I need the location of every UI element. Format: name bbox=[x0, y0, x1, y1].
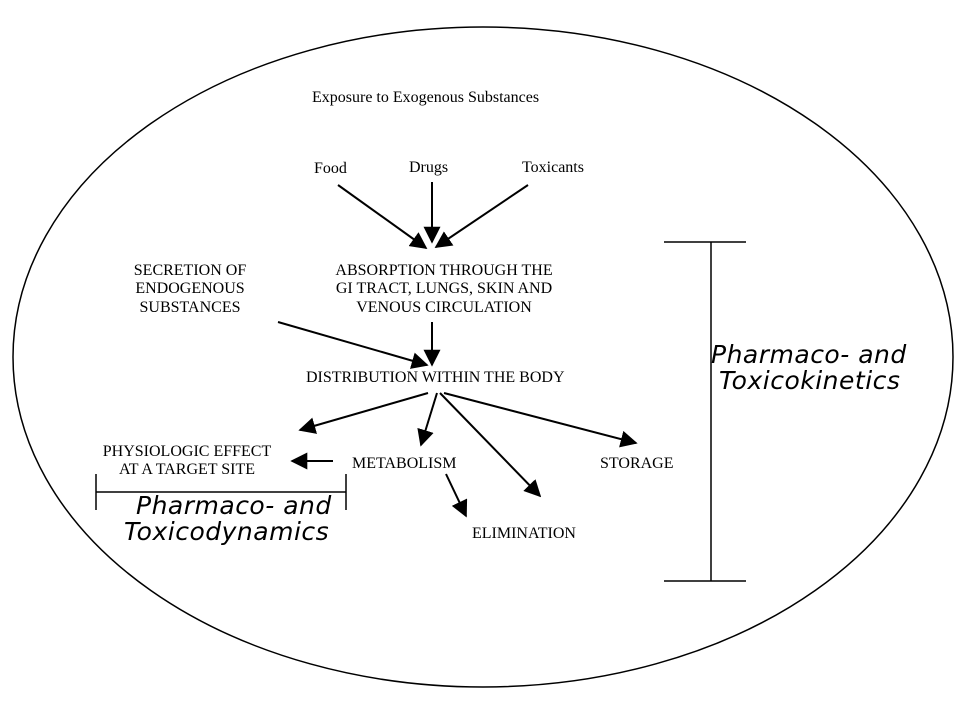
dynamics-label: Pharmaco- and Toxicodynamics bbox=[124, 491, 332, 547]
arrow-distribution-to-effect bbox=[298, 392, 429, 434]
diagram-title: Exposure to Exogenous Substances bbox=[312, 89, 540, 106]
elimination-label: ELIMINATION bbox=[472, 525, 576, 542]
arrow-metabolism-to-elimination bbox=[445, 473, 468, 518]
arrow-secretion-to-distribution bbox=[277, 321, 429, 369]
kinetics-bracket bbox=[664, 241, 746, 582]
secretion-label: SECRETION OF ENDOGENOUS SUBSTANCES bbox=[133, 262, 247, 316]
arrow-food-to-absorption bbox=[337, 184, 428, 249]
drugs-label: Drugs bbox=[409, 159, 449, 176]
outer-ellipse bbox=[12, 26, 954, 688]
effect-label: PHYSIOLOGIC EFFECT AT A TARGET SITE bbox=[102, 443, 272, 479]
arrow-distribution-to-elimination bbox=[439, 392, 542, 498]
absorption-label: ABSORPTION THROUGH THE GI TRACT, LUNGS, … bbox=[335, 262, 553, 316]
arrow-toxicants-to-absorption bbox=[434, 184, 529, 248]
toxicants-label: Toxicants bbox=[522, 159, 584, 176]
dynamics-bracket bbox=[95, 474, 347, 510]
metabolism-label: METABOLISM bbox=[352, 455, 457, 472]
arrow-distribution-to-storage bbox=[443, 392, 638, 448]
food-label: Food bbox=[314, 160, 347, 177]
distribution-label: DISTRIBUTION WITHIN THE BODY bbox=[306, 369, 565, 386]
arrow-distribution-to-metabolism bbox=[417, 392, 438, 447]
kinetics-label: Pharmaco- and Toxicokinetics bbox=[711, 340, 907, 396]
storage-label: STORAGE bbox=[600, 455, 674, 472]
